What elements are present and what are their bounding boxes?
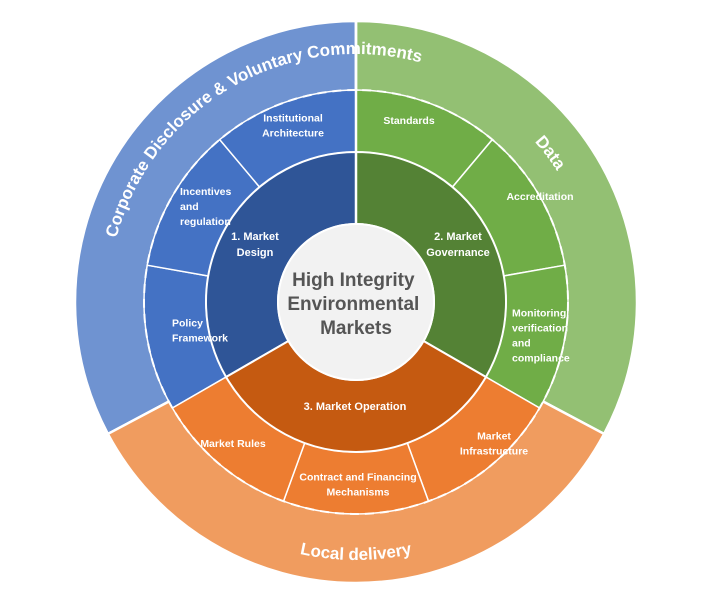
segment-label-institutional-architecture-line: Architecture: [262, 128, 324, 140]
center-title-line: Environmental: [287, 294, 419, 315]
segment-label-accreditation: Accreditation: [506, 191, 573, 203]
segment-label-accreditation-line: Accreditation: [506, 191, 573, 203]
pillar-label-market-design-line: 1. Market: [231, 231, 279, 243]
segment-label-monitoring-verification-and-compliance: Monitoring, verification and compliance: [512, 308, 570, 365]
center-title: High Integrity Environmental Markets: [287, 270, 424, 339]
segment-label-standards-line: Standards: [383, 115, 435, 127]
segment-label-incentives-and-regulation-line: and: [180, 201, 199, 213]
segment-label-monitoring-verification-and-compliance-line: Monitoring,: [512, 308, 569, 320]
segment-label-incentives-and-regulation: Incentives and regulation: [180, 186, 232, 228]
pillar-ring: [205, 150, 507, 453]
center-title-line: High Integrity: [292, 270, 415, 291]
segment-label-standards: Standards: [383, 115, 435, 127]
segment-label-monitoring-verification-and-compliance-line: verification: [512, 323, 568, 335]
segment-label-contract-and-financing-mechanisms-line: Contract and Financing: [299, 472, 416, 484]
pillar-label-market-governance-line: Governance: [426, 247, 490, 259]
dashed-boundary: [143, 19, 569, 515]
segment-label-policy-framework-line: Framework: [172, 333, 228, 345]
segment-label-market-infrastructure-line: Infrastructure: [460, 446, 528, 458]
center-circle: [277, 223, 435, 381]
segment-label-monitoring-verification-and-compliance-line: and: [512, 338, 531, 350]
pillar-label-market-operation-line: 3. Market Operation: [304, 401, 407, 413]
center-hub: High Integrity Environmental Markets: [277, 223, 435, 381]
segment-label-incentives-and-regulation-line: Incentives: [180, 186, 232, 198]
segment-label-policy-framework-line: Policy: [172, 318, 203, 330]
segment-label-institutional-architecture-line: Institutional: [263, 113, 323, 125]
segment-label-market-rules: Market Rules: [200, 438, 266, 450]
segment-label-incentives-and-regulation-line: regulation: [180, 216, 231, 228]
pillar-label-market-governance-line: 2. Market: [434, 231, 482, 243]
segment-label-contract-and-financing-mechanisms-line: Mechanisms: [326, 487, 389, 499]
pillar-label-market-operation: 3. Market Operation: [304, 401, 407, 413]
segment-label-market-infrastructure-line: Market: [477, 431, 511, 443]
center-title-line: Markets: [320, 318, 392, 339]
segment-label-market-rules-line: Market Rules: [200, 438, 266, 450]
segment-label-monitoring-verification-and-compliance-line: compliance: [512, 353, 570, 365]
pillar-label-market-design-line: Design: [237, 247, 274, 259]
